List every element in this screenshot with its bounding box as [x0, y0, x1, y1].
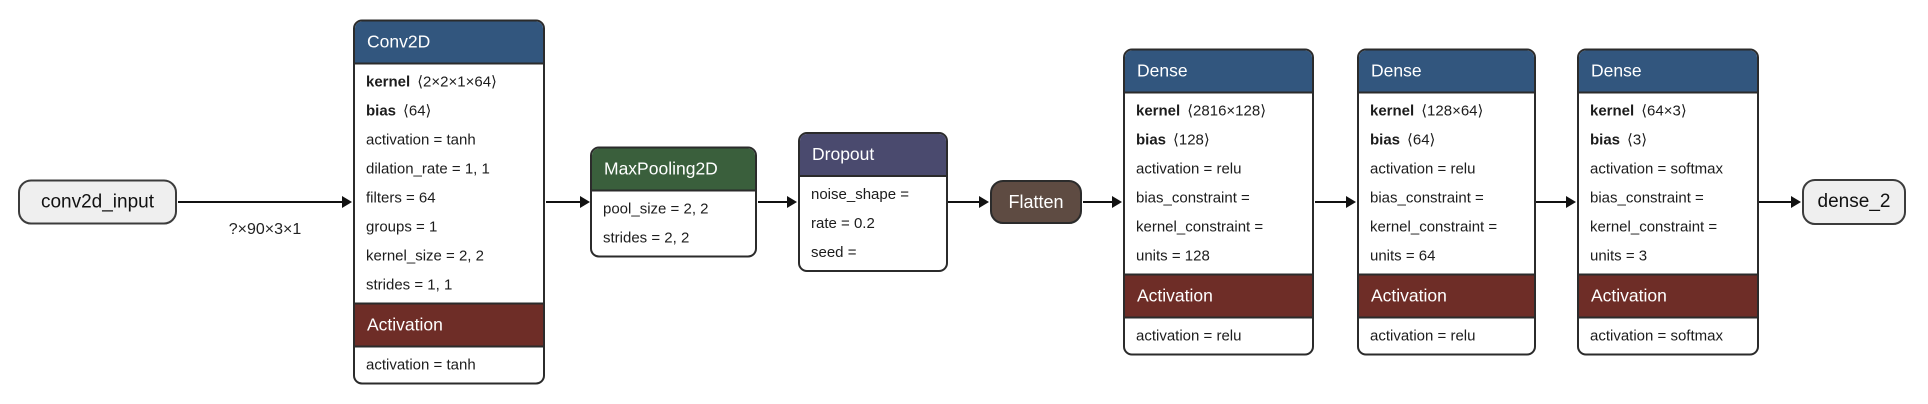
param-row: noise_shape = — [811, 186, 909, 203]
param-row: dilation_rate = 1, 1 — [366, 160, 490, 178]
param-row: units = 128 — [1136, 247, 1210, 265]
node-dropout[interactable]: Dropout noise_shape = rate = 0.2 seed = — [798, 132, 948, 272]
param-row: rate = 0.2 — [811, 215, 875, 232]
param-row: bias⟨64⟩ — [1370, 131, 1436, 149]
edge-maxpool-dropout — [758, 196, 797, 208]
node-label: conv2d_input — [40, 191, 155, 212]
activation-subheader: Activation — [355, 302, 543, 348]
param-row: filters = 64 — [366, 189, 436, 207]
edge-dense2-dense3 — [1536, 196, 1576, 208]
param-row: kernel_constraint = — [1590, 218, 1718, 236]
node-flatten[interactable]: Flatten — [990, 180, 1082, 224]
edge-dense3-output — [1759, 196, 1801, 208]
param-row: kernel_size = 2, 2 — [366, 247, 484, 265]
edge-dropout-flatten — [948, 196, 989, 208]
param-row: kernel_constraint = — [1370, 218, 1498, 236]
param-row: bias⟨64⟩ — [366, 102, 432, 120]
node-dense-2-output[interactable]: dense_2 — [1802, 179, 1906, 225]
param-row: seed = — [811, 244, 857, 261]
node-dense-1[interactable]: Dense kernel⟨2816×128⟩ bias⟨128⟩ activat… — [1123, 48, 1314, 356]
param-row: bias_constraint = — [1590, 189, 1704, 207]
activation-subheader: Activation — [1359, 273, 1534, 319]
node-dense-3[interactable]: Dense kernel⟨64×3⟩ bias⟨3⟩ activation = … — [1577, 48, 1759, 356]
dense2-header: Dense — [1359, 50, 1534, 94]
param-row: strides = 1, 1 — [366, 276, 453, 294]
conv2d-body: kernel⟨2×2×1×64⟩ bias⟨64⟩ activation = t… — [355, 65, 543, 303]
param-row: bias⟨3⟩ — [1590, 131, 1648, 149]
param-row: activation = tanh — [366, 356, 476, 374]
edge-flatten-dense1 — [1083, 196, 1122, 208]
param-row: pool_size = 2, 2 — [603, 200, 709, 218]
dense1-header: Dense — [1125, 50, 1312, 94]
node-label: dense_2 — [1817, 191, 1891, 212]
param-row: activation = softmax — [1590, 160, 1723, 178]
param-row: activation = tanh — [366, 131, 476, 149]
param-row: units = 64 — [1370, 247, 1436, 265]
node-conv2d[interactable]: Conv2D kernel⟨2×2×1×64⟩ bias⟨64⟩ activat… — [353, 19, 545, 385]
param-row: activation = relu — [1136, 327, 1242, 345]
param-row: kernel⟨128×64⟩ — [1370, 102, 1484, 120]
node-maxpooling2d[interactable]: MaxPooling2D pool_size = 2, 2 strides = … — [590, 146, 757, 258]
param-row: kernel_constraint = — [1136, 218, 1264, 236]
param-row: units = 3 — [1590, 247, 1648, 265]
conv2d-header: Conv2D — [355, 21, 543, 65]
dense3-header: Dense — [1579, 50, 1757, 94]
edge-dense1-dense2 — [1315, 196, 1356, 208]
maxpooling2d-header: MaxPooling2D — [592, 148, 755, 192]
param-row: bias_constraint = — [1136, 189, 1250, 207]
node-dense-2[interactable]: Dense kernel⟨128×64⟩ bias⟨64⟩ activation… — [1357, 48, 1536, 356]
param-row: groups = 1 — [366, 218, 438, 236]
param-row: kernel⟨2816×128⟩ — [1136, 102, 1267, 120]
param-row: activation = relu — [1370, 327, 1476, 345]
activation-subheader: Activation — [1125, 273, 1312, 319]
activation-subheader: Activation — [1579, 273, 1757, 319]
param-row: activation = relu — [1370, 160, 1476, 178]
param-row: bias_constraint = — [1370, 189, 1484, 207]
param-row: activation = softmax — [1590, 327, 1723, 345]
param-row: strides = 2, 2 — [603, 229, 690, 247]
param-row: activation = relu — [1136, 160, 1242, 178]
node-conv2d-input[interactable]: conv2d_input — [18, 179, 177, 225]
param-row: bias⟨128⟩ — [1136, 131, 1210, 149]
edge-conv2d-maxpool — [546, 196, 590, 208]
node-label: Flatten — [1008, 191, 1064, 212]
dropout-header: Dropout — [800, 134, 946, 177]
param-row: kernel⟨2×2×1×64⟩ — [366, 73, 497, 91]
edge-shape-label: ?×90×3×1 — [228, 221, 302, 238]
edge-input-conv2d — [178, 196, 352, 208]
param-row: kernel⟨64×3⟩ — [1590, 102, 1687, 120]
